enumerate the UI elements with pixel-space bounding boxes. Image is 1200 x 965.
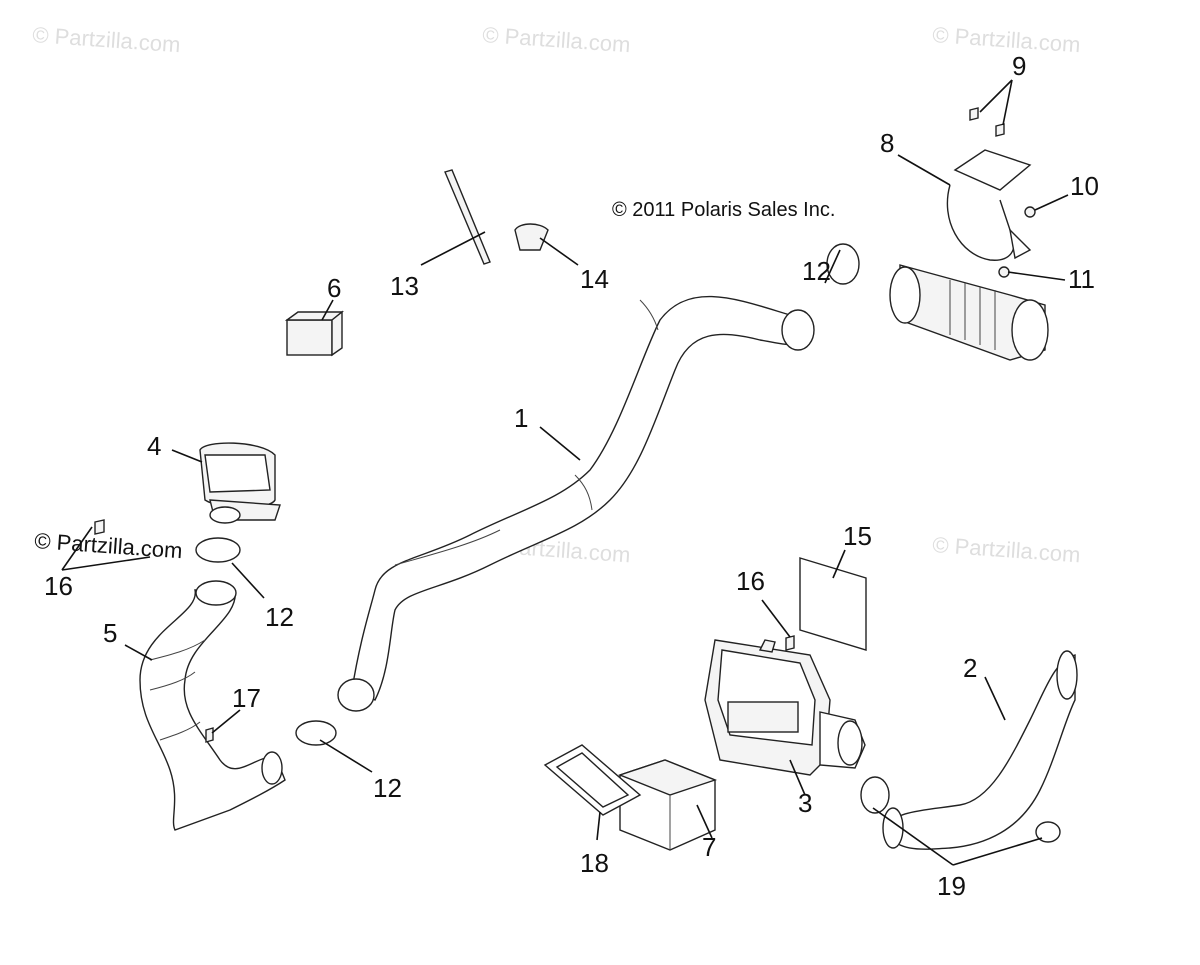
- watermark-mid-right: © Partzilla.com: [932, 532, 1082, 567]
- callout-16-left: 16: [44, 571, 73, 601]
- callout-labels: 1 2 3 4 5 6 7 8 9 10 11 12 12 12 13 14 1…: [44, 51, 1099, 901]
- callout-17: 17: [232, 683, 261, 713]
- watermark-top-left: © Partzilla.com: [32, 22, 182, 57]
- callout-5: 5: [103, 618, 117, 648]
- part-7-filter-element: [617, 759, 718, 851]
- callout-18: 18: [580, 848, 609, 878]
- callout-14: 14: [580, 264, 609, 294]
- part-17-screw: [205, 727, 214, 743]
- watermark-mid-left: © Partzilla.com: [34, 528, 184, 563]
- callout-15: 15: [843, 521, 872, 551]
- part-8-bracket: [946, 149, 1032, 261]
- part-1-intake-duct: [337, 295, 815, 712]
- callout-12-top: 12: [802, 256, 831, 286]
- callout-13: 13: [390, 271, 419, 301]
- part-3-airbox: [704, 639, 866, 776]
- callout-7: 7: [702, 832, 716, 862]
- callout-19: 19: [937, 871, 966, 901]
- part-5-lower-duct: [139, 580, 286, 831]
- part-9-screws: [969, 107, 1005, 137]
- copyright-text: © 2011 Polaris Sales Inc.: [612, 199, 835, 221]
- air-cleaner-canister: [889, 264, 1049, 361]
- callout-10: 10: [1070, 171, 1099, 201]
- callout-9: 9: [1012, 51, 1026, 81]
- callout-1: 1: [514, 403, 528, 433]
- part-14-clip: [514, 223, 549, 251]
- callout-3: 3: [798, 788, 812, 818]
- callout-11: 11: [1068, 264, 1095, 294]
- callout-4: 4: [147, 431, 161, 461]
- callout-16-right: 16: [736, 566, 765, 596]
- part-18-gasket-frame: [543, 744, 642, 816]
- callout-12-bottom: 12: [373, 773, 402, 803]
- part-2-hose: [882, 650, 1078, 850]
- part-13-cable-tie: [444, 169, 491, 265]
- callout-2: 2: [963, 653, 977, 683]
- callout-8: 8: [880, 128, 894, 158]
- leader-lines: [61, 79, 1069, 866]
- part-4-box-cover: [199, 442, 281, 524]
- callout-6: 6: [327, 273, 341, 303]
- part-15-plate: [799, 557, 867, 651]
- callout-12-left: 12: [265, 602, 294, 632]
- part-16-screws: [94, 519, 795, 651]
- watermark-top-right: © Partzilla.com: [932, 22, 1082, 57]
- watermark-top-center: © Partzilla.com: [482, 22, 632, 57]
- part-12-clamps: [195, 243, 1061, 843]
- part-6-filter-block: [284, 310, 344, 357]
- part-10-11-fasteners: [998, 206, 1036, 278]
